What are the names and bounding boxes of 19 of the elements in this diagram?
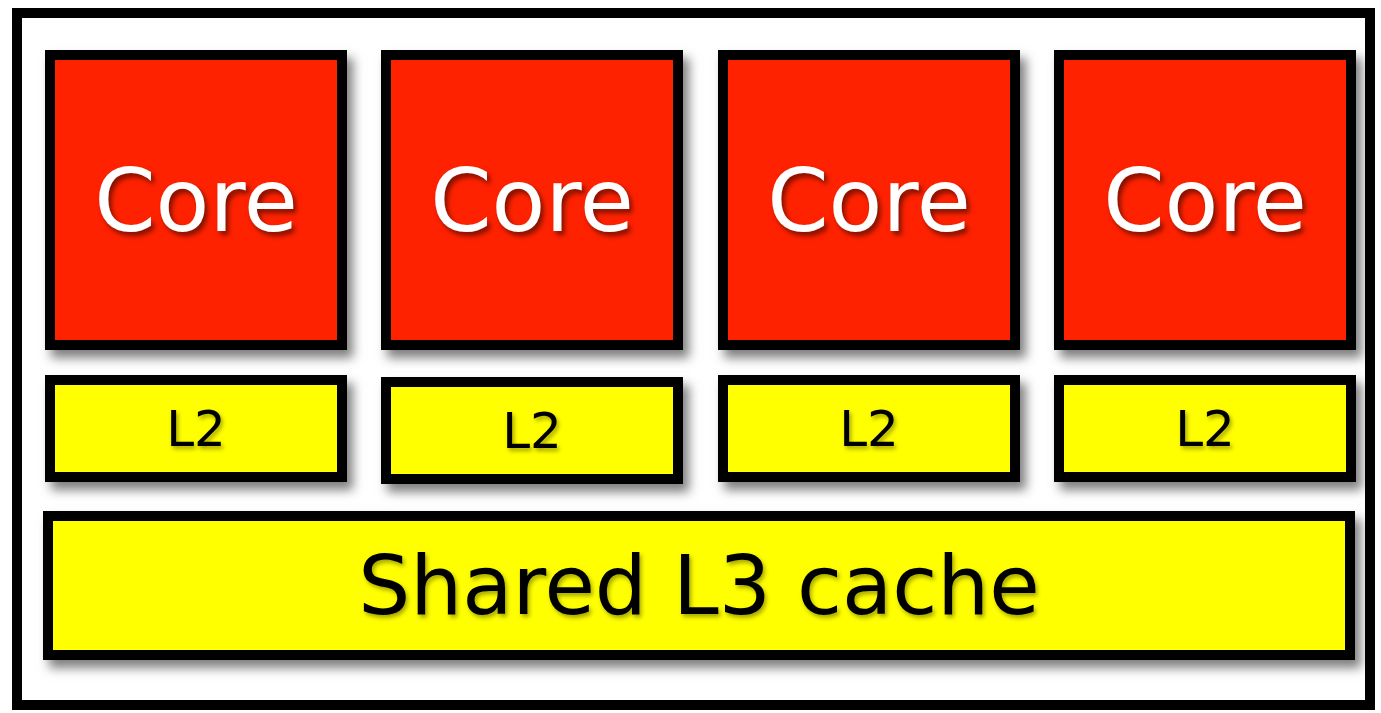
core-label: Core [1103, 148, 1307, 252]
cache-label: L2 [1175, 399, 1235, 458]
chip-outline [12, 8, 1375, 710]
l2-cache-block [1054, 375, 1356, 482]
core-label: Core [767, 148, 971, 252]
l2-cache-block [381, 377, 683, 484]
l2-cache-block [45, 375, 347, 482]
l2-cache-block [718, 375, 1020, 482]
core-label: Core [94, 148, 298, 252]
core-label: Core [430, 148, 634, 252]
l3-cache-block [43, 511, 1355, 660]
core-block [1054, 50, 1356, 350]
cache-label: Shared L3 cache [358, 538, 1040, 633]
cache-label: L2 [839, 399, 899, 458]
cache-label: L2 [166, 399, 226, 458]
cache-label: L2 [502, 401, 562, 460]
core-block [718, 50, 1020, 350]
core-block [45, 50, 347, 350]
core-block [381, 50, 683, 350]
